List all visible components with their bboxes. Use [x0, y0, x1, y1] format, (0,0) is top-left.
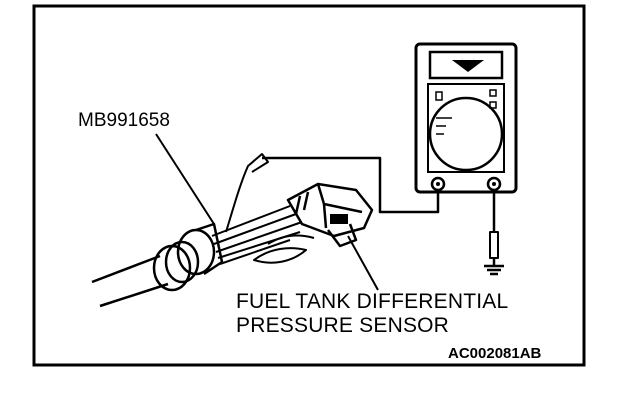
positive-lead	[262, 156, 440, 214]
display-pointer-icon	[452, 60, 484, 72]
vehicle-harness	[91, 254, 169, 308]
panel-button-3	[489, 101, 497, 109]
multimeter-body	[414, 42, 518, 194]
pressure-sensor	[286, 182, 374, 248]
figure-code-label: AC002081AB	[448, 345, 542, 362]
multimeter-dial	[428, 96, 504, 172]
harness-connector	[91, 153, 315, 308]
diagram-frame	[32, 4, 586, 367]
sensor-port	[330, 214, 348, 224]
test-leads	[262, 156, 504, 276]
alligator-clip	[225, 153, 269, 233]
panel-button-1	[435, 91, 443, 101]
multimeter-display	[428, 50, 504, 80]
tool-leader-line	[155, 133, 215, 225]
tool-number-label: MB991658	[78, 110, 170, 131]
sensor-body	[286, 182, 374, 238]
multimeter-panel	[427, 83, 505, 173]
sensor-label-line2: PRESSURE SENSOR	[236, 314, 449, 337]
ground-probe	[489, 231, 499, 259]
sensor-label-line1: FUEL TANK DIFFERENTIAL	[236, 290, 508, 313]
multimeter	[414, 42, 518, 194]
sensor-leader-line	[347, 235, 379, 291]
panel-button-2	[489, 89, 497, 97]
leader-lines	[155, 133, 379, 291]
adapter-wires	[211, 205, 303, 265]
